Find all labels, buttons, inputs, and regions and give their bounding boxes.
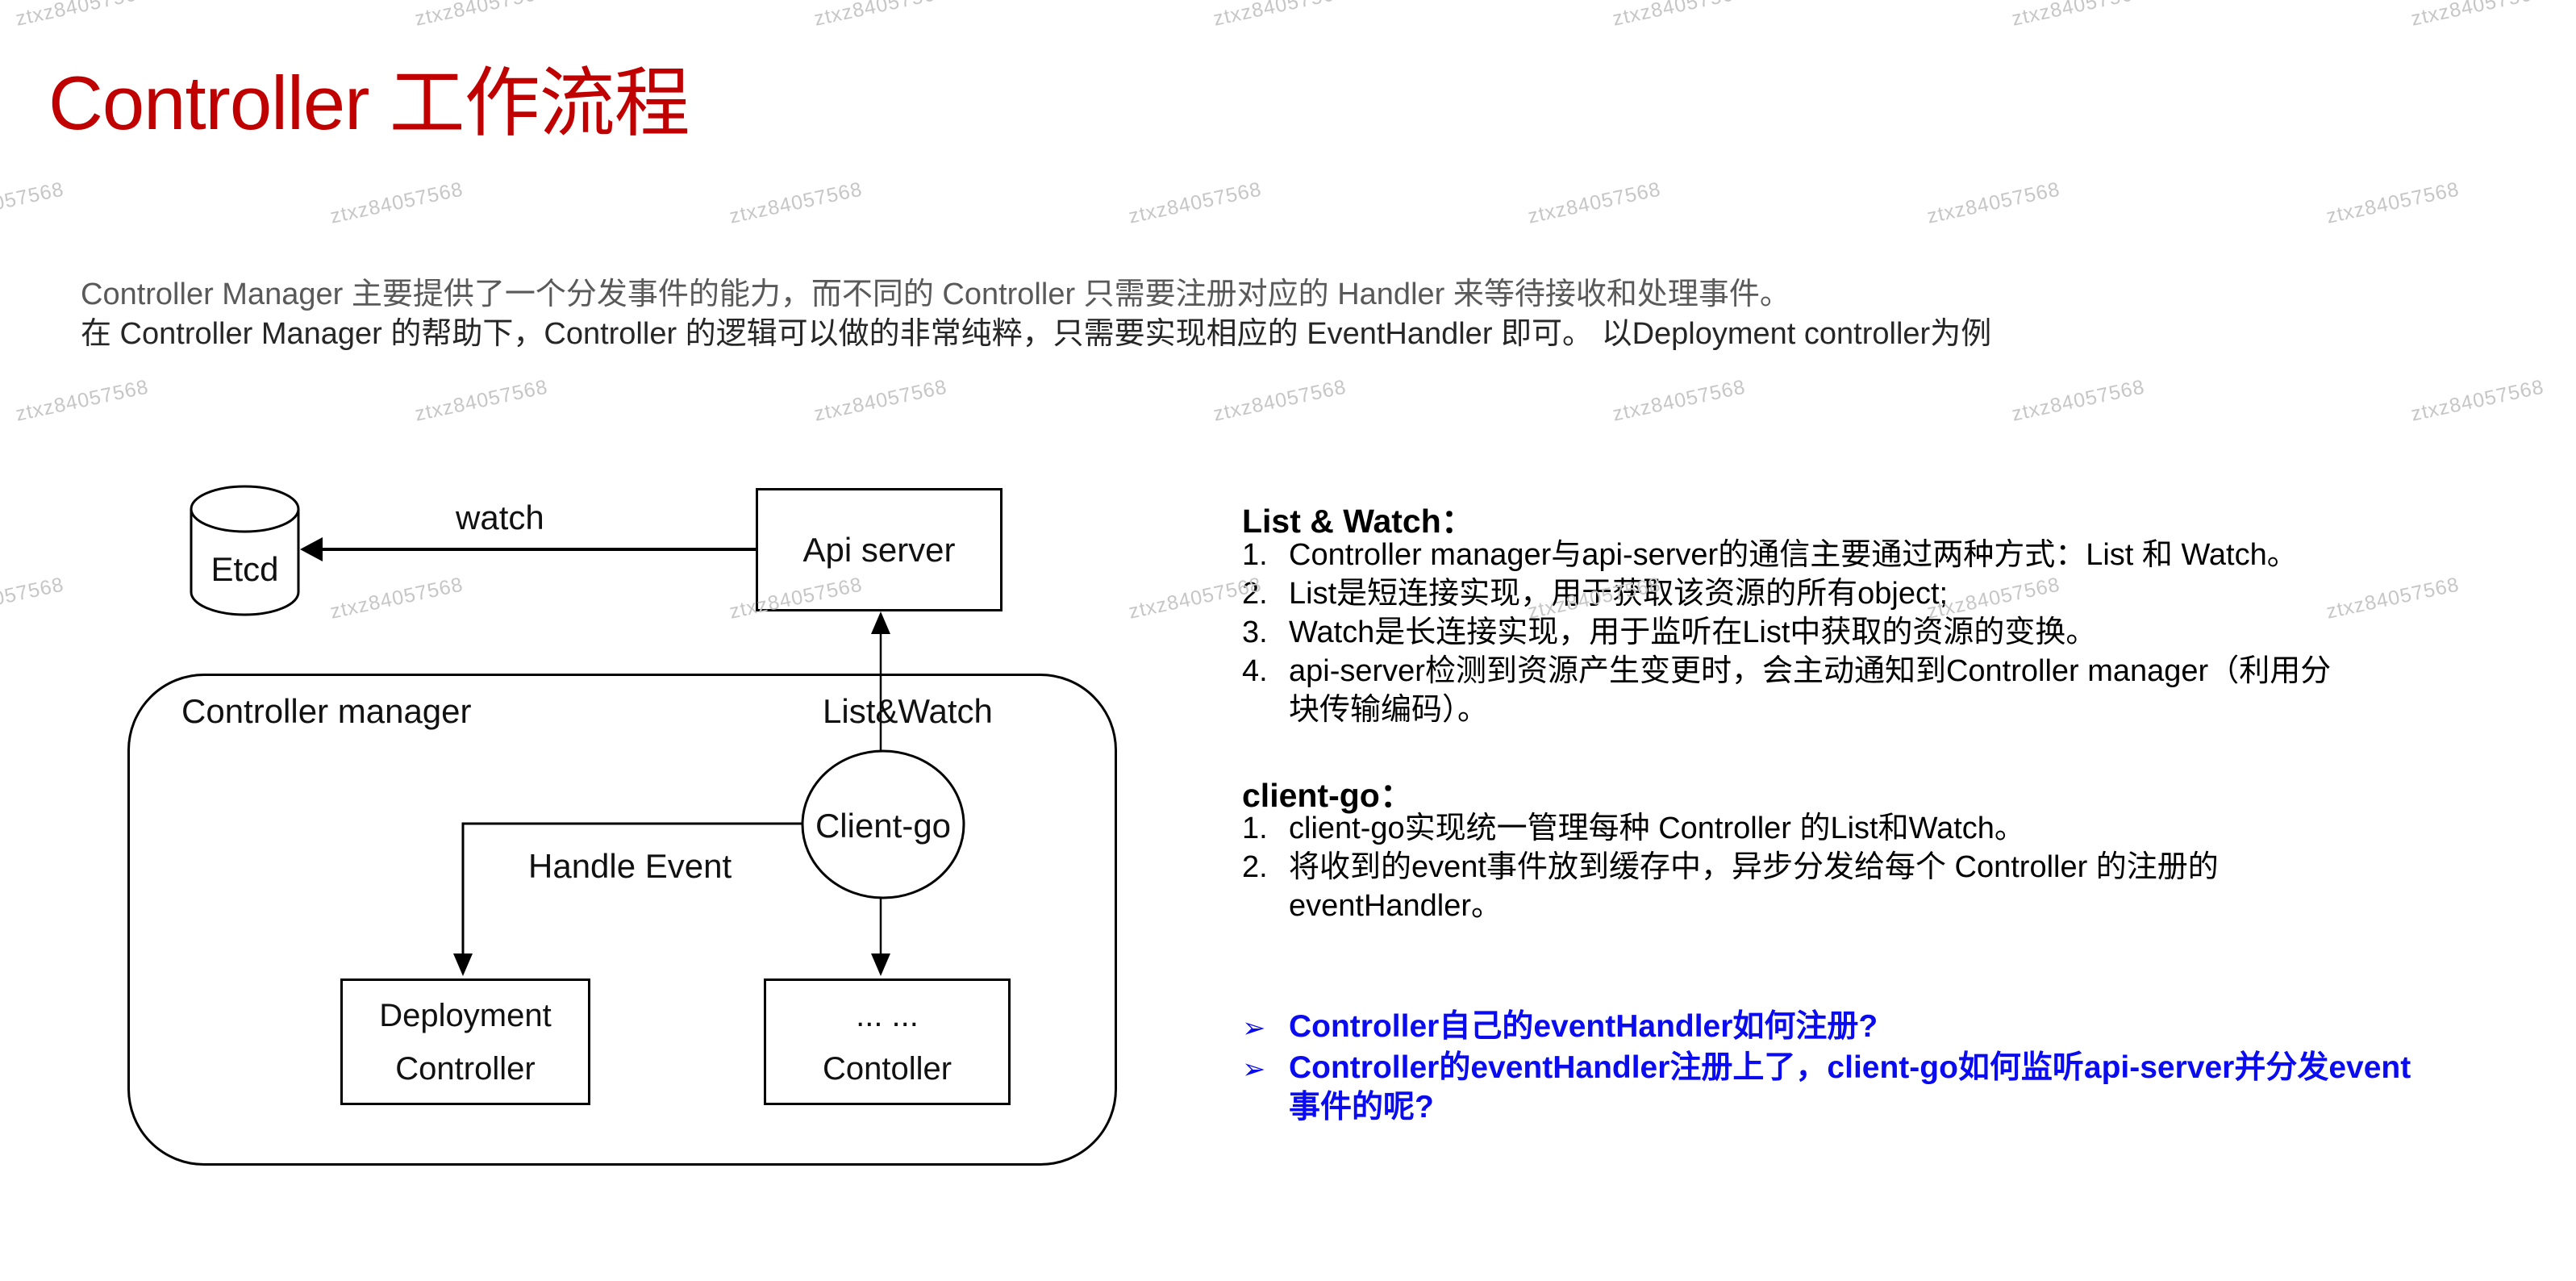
watermark-text: ztxz84057568 <box>1610 375 1748 426</box>
list-item: 3. Watch是长连接实现，用于监听在List中获取的资源的变换。 <box>1242 613 2331 652</box>
watermark-text: ztxz84057568 <box>327 177 465 228</box>
arrow-bullet-icon: ➢ <box>1242 1012 1266 1044</box>
watermark-text: ztxz84057568 <box>412 375 550 426</box>
deployment-box-line-2: Controller <box>395 1050 536 1087</box>
watermark-text: ztxz84057568 <box>412 0 550 31</box>
other-box-line-1: ... ... <box>856 997 919 1033</box>
watermark-text: ztxz84057568 <box>13 0 151 31</box>
watermark-text: ztxz84057568 <box>727 177 865 228</box>
deployment-controller-box: Deployment Controller <box>340 978 590 1105</box>
item-text: Watch是长连接实现，用于监听在List中获取的资源的变换。 <box>1289 615 2097 649</box>
watermark-text: ztxz84057568 <box>1126 177 1264 228</box>
item-number: 2. <box>1242 577 1268 611</box>
list-item: 1. client-go实现统一管理每种 Controller 的List和Wat… <box>1242 809 2219 848</box>
other-controller-box: ... ... Contoller <box>764 978 1011 1105</box>
list-item: ➢ Controller自己的eventHandler如何注册? <box>1242 1007 2411 1048</box>
watermark-text: ztxz84057568 <box>1924 177 2062 228</box>
watermark-text: ztxz84057568 <box>811 0 949 31</box>
intro-line-1: Controller Manager 主要提供了一个分发事件的能力，而不同的 C… <box>81 277 1790 311</box>
list-item: 2. 将收到的event事件放到缓存中，异步分发给每个 Controller 的注… <box>1242 848 2219 925</box>
item-text: 将收到的event事件放到缓存中，异步分发给每个 Controller 的注册的… <box>1289 850 2219 923</box>
list-item: 4. api-server检测到资源产生变更时，会主动通知到Controller … <box>1242 652 2331 729</box>
watermark-text: ztxz84057568 <box>2009 0 2147 31</box>
client-go-heading: client-go： <box>1242 777 1413 814</box>
list-item: 1. Controller manager与api-server的通信主要通过两种… <box>1242 536 2331 574</box>
api-server-label: Api server <box>802 530 956 569</box>
item-text: Controller manager与api-server的通信主要通过两种方式… <box>1289 538 2298 572</box>
page-title: Controller 工作流程 <box>48 61 690 145</box>
item-number: 3. <box>1242 615 1268 649</box>
api-server-box: Api server <box>756 488 1002 611</box>
item-text: client-go实现统一管理每种 Controller 的List和Watch… <box>1289 812 2025 845</box>
item-number: 1. <box>1242 538 1268 572</box>
list-watch-items: 1. Controller manager与api-server的通信主要通过两种… <box>1242 536 2331 729</box>
watermark-text: ztxz84057568 <box>811 375 949 426</box>
list-item: 2. List是短连接实现，用于获取该资源的所有object; <box>1242 574 2331 613</box>
handle-event-label: Handle Event <box>528 847 732 885</box>
watermark-text: ztxz84057568 <box>0 573 66 624</box>
watermark-text: ztxz84057568 <box>2009 375 2147 426</box>
item-text: Controller的eventHandler注册上了，client-go如何监… <box>1289 1050 2411 1125</box>
watermark-text: ztxz84057568 <box>1211 0 1348 31</box>
watermark-text: ztxz84057568 <box>327 573 465 624</box>
watermark-text: ztxz84057568 <box>2408 0 2546 31</box>
watch-arrow <box>300 537 758 561</box>
arrow-bullet-icon: ➢ <box>1242 1054 1266 1085</box>
list-item: ➢ Controller的eventHandler注册上了，client-go如何… <box>1242 1048 2411 1127</box>
watermark-text: ztxz84057568 <box>13 375 151 426</box>
item-number: 4. <box>1242 654 1268 688</box>
watermark-text: ztxz84057568 <box>1525 177 1663 228</box>
watermark-text: ztxz84057568 <box>1211 375 1348 426</box>
deployment-box-line-1: Deployment <box>379 997 552 1033</box>
watermark-text: ztxz84057568 <box>2324 177 2461 228</box>
item-text: List是短连接实现，用于获取该资源的所有object; <box>1289 577 1949 611</box>
watermark-text: ztxz84057568 <box>0 177 66 228</box>
client-go-label: Client-go <box>815 807 952 845</box>
item-number: 2. <box>1242 850 1268 884</box>
list-watch-heading: List & Watch： <box>1242 503 1474 540</box>
controller-manager-label: Controller manager <box>181 692 472 730</box>
watermark-text: ztxz84057568 <box>1610 0 1748 31</box>
watermark-text: ztxz84057568 <box>2408 375 2546 426</box>
other-box-line-2: Contoller <box>822 1050 952 1087</box>
intro-line-2: 在 Controller Manager 的帮助下，Controller 的逻辑… <box>81 317 1992 351</box>
item-number: 1. <box>1242 812 1268 845</box>
watermark-text: ztxz84057568 <box>2324 573 2461 624</box>
client-go-items: 1. client-go实现统一管理每种 Controller 的List和Wat… <box>1242 809 2219 925</box>
question-items: ➢ Controller自己的eventHandler如何注册? ➢ Controll… <box>1242 1007 2411 1127</box>
etcd-label: Etcd <box>210 550 279 588</box>
item-text: Controller自己的eventHandler如何注册? <box>1289 1009 1878 1044</box>
item-text: api-server检测到资源产生变更时，会主动通知到Controller ma… <box>1289 654 2332 727</box>
watch-arrow-label: watch <box>456 499 544 536</box>
list-watch-arrow-label: List&Watch <box>823 692 993 730</box>
